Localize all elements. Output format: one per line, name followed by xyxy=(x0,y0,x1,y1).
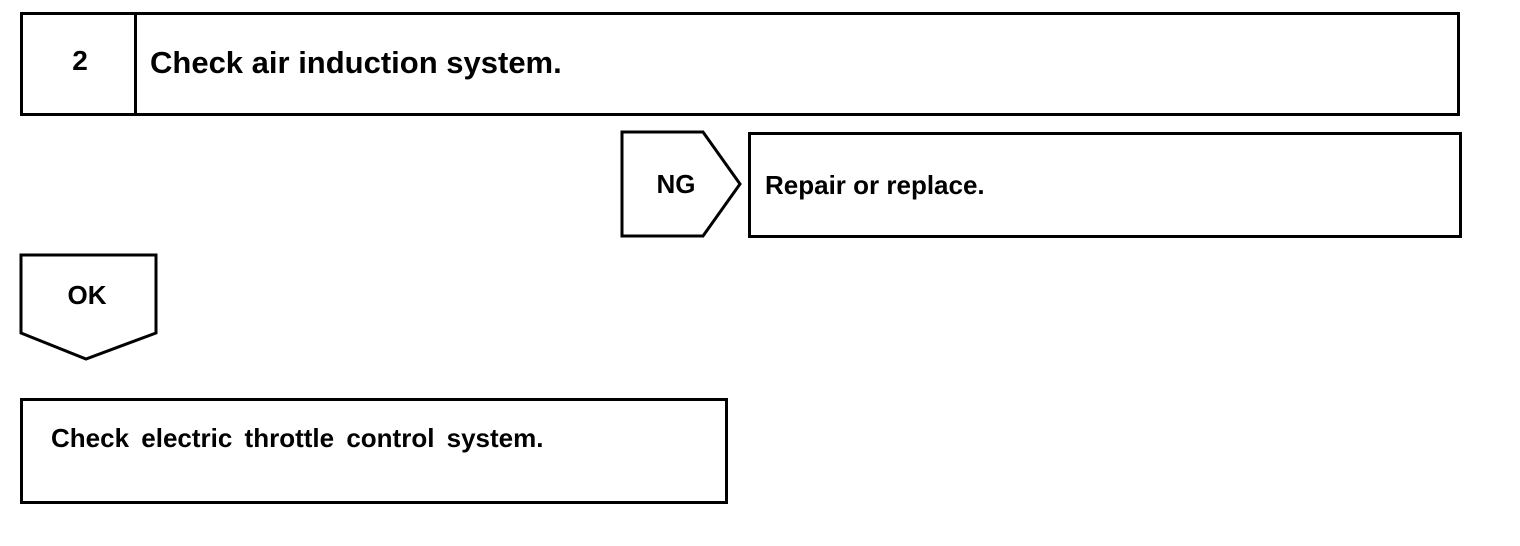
ng-arrow-shape xyxy=(620,130,742,238)
step-title: Check air induction system. xyxy=(150,45,562,80)
ok-label: OK xyxy=(68,280,107,310)
ng-result-box: Repair or replace. xyxy=(748,132,1462,238)
next-step-box: Check electric throttle control system. xyxy=(20,398,728,504)
ok-arrow-shape xyxy=(19,253,158,361)
step-box: 2 Check air induction system. xyxy=(20,12,1460,116)
step-number: 2 xyxy=(72,45,88,76)
ng-label: NG xyxy=(657,169,696,199)
next-step-text: Check electric throttle control system. xyxy=(51,423,544,453)
ng-result-text: Repair or replace. xyxy=(765,170,985,200)
step-number-cell: 2 xyxy=(23,15,137,113)
